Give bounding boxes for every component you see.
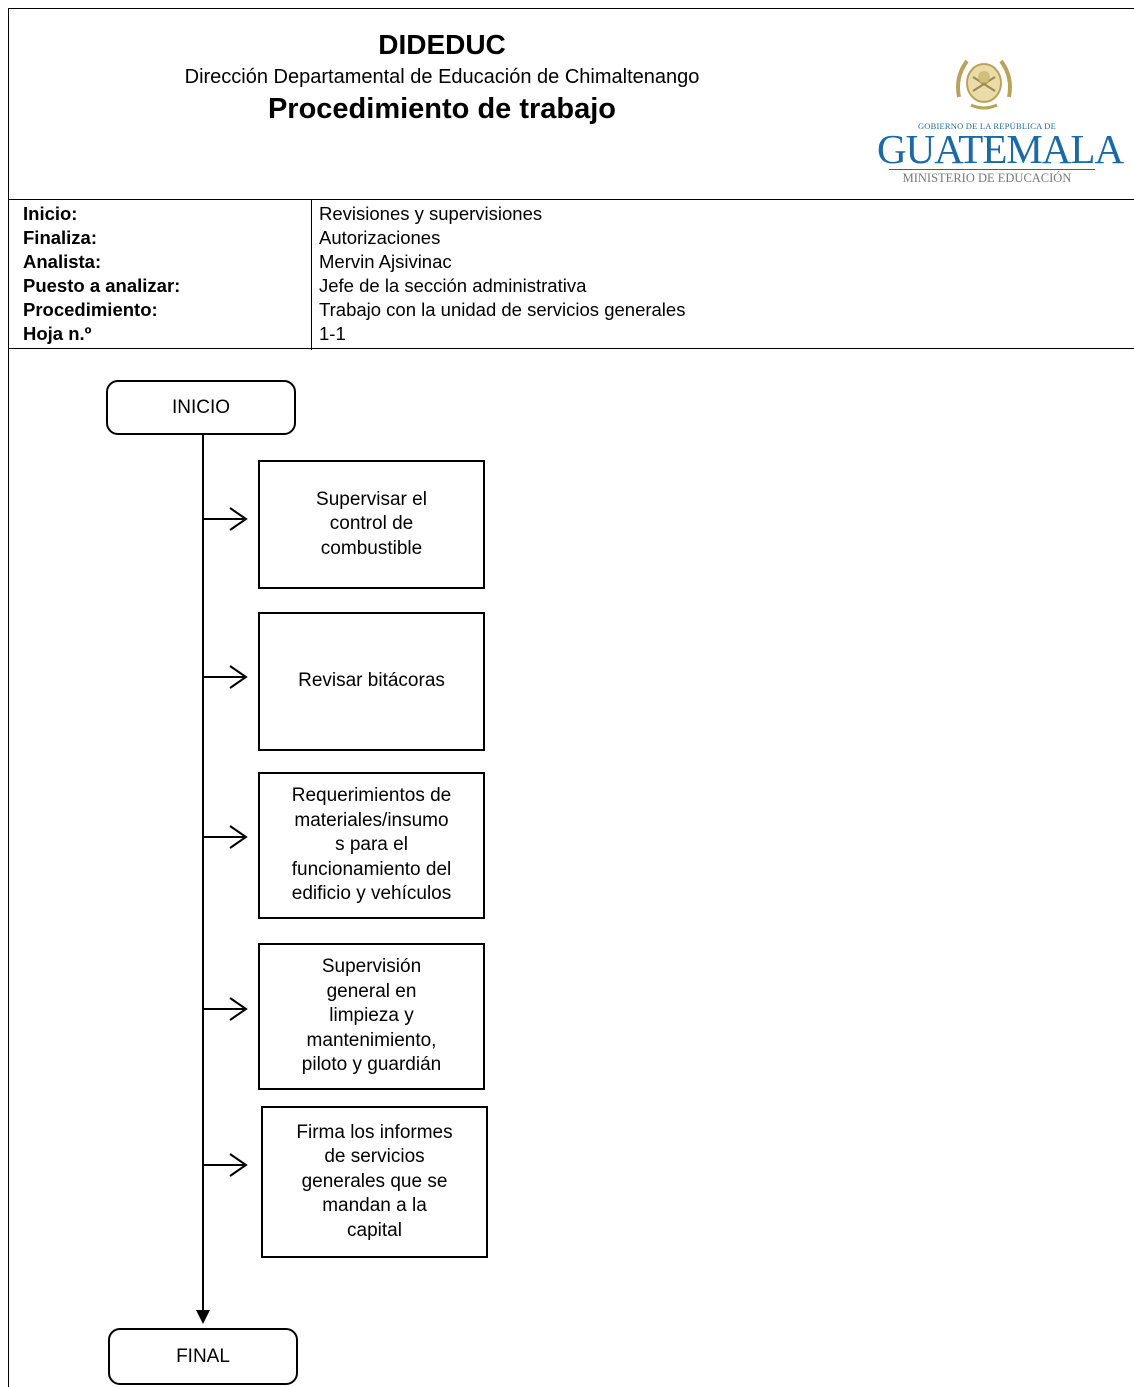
info-value: 1-1 (319, 323, 346, 344)
info-row-finaliza: Finaliza: Autorizaciones (9, 226, 1134, 250)
step-arrow-1 (203, 507, 248, 531)
info-row-procedimiento: Procedimiento: Trabajo con la unidad de … (9, 298, 1134, 322)
down-arrowhead-icon (196, 1310, 210, 1324)
step-box-3: Requerimientos de materiales/insumo s pa… (258, 772, 485, 919)
flow-area-border (8, 348, 9, 1387)
info-label: Inicio: (23, 203, 78, 224)
step-arrow-3 (203, 825, 248, 849)
step-box-2: Revisar bitácoras (258, 612, 485, 751)
logo-rule (889, 169, 1095, 170)
info-row-puesto: Puesto a analizar: Jefe de la sección ad… (9, 274, 1134, 298)
info-label: Analista: (23, 251, 102, 272)
info-value: Revisiones y supervisiones (319, 203, 543, 224)
info-value: Jefe de la sección administrativa (319, 275, 587, 296)
info-label: Hoja n.º (23, 323, 92, 344)
ministry-text: MINISTERIO DE EDUCACIÓN (902, 171, 1072, 185)
column-divider (311, 200, 312, 350)
info-row-hoja: Hoja n.º 1-1 (9, 322, 1134, 346)
info-value: Mervin Ajsivinac (319, 251, 452, 272)
government-text: GOBIERNO DE LA REPÚBLICA DE (917, 121, 1057, 131)
info-value: Autorizaciones (319, 227, 441, 248)
step-box-1: Supervisar el control de combustible (258, 460, 485, 589)
procedure-info-table: Inicio: Revisiones y supervisiones Final… (8, 199, 1134, 350)
department-name: Dirección Departamental de Educación de … (184, 66, 700, 88)
info-row-inicio: Inicio: Revisiones y supervisiones (9, 202, 1134, 226)
step-arrow-4 (203, 997, 248, 1021)
country-text: GUATEMALA (877, 126, 1124, 172)
step-box-4: Supervisión general en limpieza y manten… (258, 943, 485, 1090)
ministry-logo: GOBIERNO DE LA REPÚBLICA DE GUATEMALA MI… (877, 43, 1124, 191)
document-title: Procedimiento de trabajo (267, 93, 617, 125)
info-label: Procedimiento: (23, 299, 158, 320)
step-arrow-2 (203, 665, 248, 689)
coat-of-arms-icon (956, 59, 1012, 110)
info-row-analista: Analista: Mervin Ajsivinac (9, 250, 1134, 274)
start-terminal: INICIO (106, 380, 296, 435)
step-box-5: Firma los informes de servicios generale… (261, 1106, 488, 1258)
document-header: DIDEDUC Dirección Departamental de Educa… (8, 8, 1134, 200)
info-label: Finaliza: (23, 227, 98, 248)
info-value: Trabajo con la unidad de servicios gener… (319, 299, 686, 320)
organization-name: DIDEDUC (378, 29, 506, 60)
step-arrow-5 (203, 1153, 248, 1177)
end-terminal: FINAL (108, 1328, 298, 1385)
info-label: Puesto a analizar: (23, 275, 181, 296)
